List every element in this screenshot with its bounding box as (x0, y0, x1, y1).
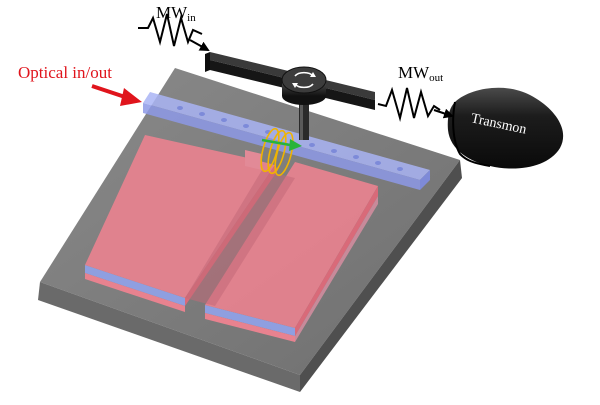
waveguide-front (143, 103, 420, 190)
bridge-strip (245, 150, 262, 170)
mw-in-label-main: MW (156, 3, 188, 22)
circulator-post (299, 95, 309, 140)
right-block-layer (205, 305, 295, 336)
right-block-side (295, 186, 378, 336)
mw-out-signal (377, 86, 454, 122)
mw-in-signal (138, 13, 210, 51)
substrate-front-face (38, 282, 300, 392)
right-block-top (205, 162, 378, 328)
mw-out-label: MWout (398, 63, 443, 84)
left-block-top (85, 135, 275, 298)
left-block-layer (85, 265, 185, 306)
field-arrow (261, 138, 302, 151)
left-block-bottom (85, 273, 185, 312)
mw-out-zigzag (377, 86, 441, 122)
optical-label: Optical in/out (18, 63, 112, 82)
mw-in-label-sub: in (187, 12, 196, 24)
mw-in-zigzag (138, 13, 203, 47)
mw-line-end-left (205, 52, 210, 72)
waveguide-end (420, 170, 430, 190)
circulator-arrow-icon (292, 71, 316, 89)
right-mechanical-block (205, 162, 378, 342)
gap-shadow (185, 170, 295, 306)
transmon: Transmon (447, 87, 564, 169)
optical-arrow (91, 84, 142, 106)
circulator (281, 66, 327, 105)
center-bridge (185, 150, 295, 306)
circulator-post-highlight (300, 95, 303, 140)
right-block-bottom (205, 313, 295, 342)
photonic-crystal-holes (177, 106, 403, 171)
field-arrow-head (289, 139, 302, 151)
mw-in-label: MWin (156, 3, 196, 24)
optical-waveguide (143, 92, 430, 190)
inductive-coil (260, 127, 294, 177)
right-block-side-layer (295, 196, 378, 342)
optical-arrow-head (120, 88, 142, 106)
mw-out-arrow (433, 108, 454, 119)
substrate-right-face (300, 160, 462, 392)
transmon-body (447, 87, 564, 169)
mw-out-label-sub: out (429, 72, 443, 84)
mw-in-arrow (189, 39, 210, 51)
mw-out-label-main: MW (398, 63, 430, 82)
